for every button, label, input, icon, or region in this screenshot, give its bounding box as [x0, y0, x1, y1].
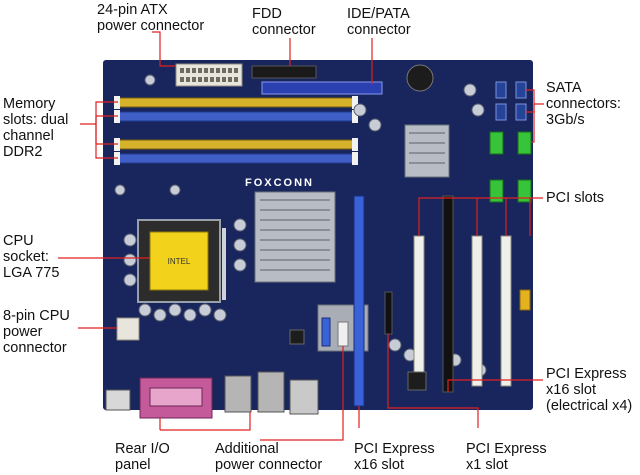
- dimm-slot-2: [117, 111, 355, 122]
- atx-24pin-connector: [175, 63, 243, 87]
- usb-header: [321, 317, 331, 347]
- label-24pin-atx: 24-pin ATX power connector: [97, 2, 205, 34]
- atx-pin-grid: [180, 68, 238, 82]
- header-yellow: [519, 289, 531, 311]
- cpu-8pin-connector: [116, 317, 140, 341]
- board-brand: FOXCONN: [245, 177, 314, 189]
- dimm-slot-3: [117, 139, 355, 150]
- pcie-x1-slot: [384, 291, 393, 335]
- label-ide-connector: IDE/PATA connector: [347, 6, 411, 38]
- label-pcie-x1: PCI Express x1 slot: [466, 441, 547, 473]
- fdd-connector: [251, 65, 317, 79]
- cpu-socket-cover: [149, 231, 209, 291]
- dimm-slot-4: [117, 153, 355, 164]
- cpu-retention-lever: [222, 228, 226, 300]
- pci-slot-3: [500, 235, 512, 387]
- small-chip: [289, 329, 305, 345]
- cmos-battery: [406, 64, 434, 92]
- label-sata-connectors: SATA connectors: 3Gb/s: [546, 80, 621, 128]
- io-chip: [407, 371, 427, 391]
- label-pci-slots: PCI slots: [546, 190, 605, 206]
- leader-lines: [58, 31, 544, 441]
- capacitors: [114, 74, 487, 377]
- northbridge-heatsink: [254, 191, 336, 283]
- label-pcie-x16: PCI Express x16 slot: [354, 441, 435, 473]
- label-8pin-cpu-power: 8-pin CPU power connector: [3, 308, 70, 356]
- label-pcie-x16-electrical-x4: PCI Express x16 slot (electrical x4): [546, 366, 633, 414]
- mosfet-heatsink: [404, 124, 450, 178]
- label-cpu-socket: CPU socket: LGA 775: [3, 233, 60, 281]
- rear-io-panel: [105, 371, 319, 419]
- pci-slot-1: [413, 235, 425, 387]
- additional-power-connector: [337, 321, 349, 347]
- cpu-cover-text: INTEL: [168, 257, 191, 266]
- ide-connector: [261, 81, 383, 95]
- pci-slot-2: [471, 235, 483, 387]
- sata-connectors-small: [495, 81, 527, 121]
- pcie-x16-slot-blue: [353, 195, 365, 407]
- dimm-slot-1: [117, 97, 355, 108]
- label-memory-slots: Memory slots: dual channel DDR2: [3, 96, 69, 160]
- sata-connectors: [489, 131, 532, 203]
- label-additional-power: Additional power connector: [215, 441, 323, 473]
- label-rear-io-panel: Rear I/O panel: [115, 441, 170, 473]
- pcie-x16-slot-black: [442, 195, 454, 393]
- label-fdd-connector: FDD connector: [252, 6, 316, 38]
